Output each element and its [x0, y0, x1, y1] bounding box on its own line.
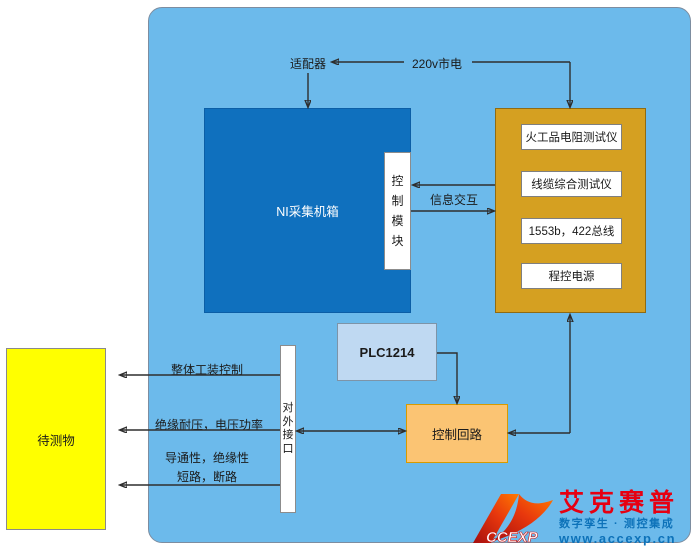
device-under-test-box: 待测物: [6, 348, 106, 530]
conductivity-insulation-line: 导通性，绝缘性: [164, 451, 249, 465]
tooling-control-label: 整体工装控制: [170, 363, 243, 377]
rack-item-cable-tester: 线缆综合测试仪: [521, 171, 622, 197]
ni-chassis-box: NI采集机箱: [204, 108, 411, 313]
accexp-mark-text: CCEXP: [486, 529, 539, 546]
info-exchange-label: 信息交互: [429, 193, 478, 207]
brand-tagline: 数字孪生 · 测控集成: [559, 518, 675, 530]
rack-item-label: 火工品电阻测试仪: [525, 132, 618, 144]
plc-box: PLC1214: [337, 323, 437, 381]
rack-item-label: 线缆综合测试仪: [531, 179, 612, 191]
rack-item-label: 1553b，422总线: [528, 226, 615, 238]
instrument-rack-box: 火工品电阻测试仪 线缆综合测试仪 1553b，422总线 程控电源: [495, 108, 646, 313]
external-interface-box: 对外接口: [280, 345, 296, 513]
conductivity-short-open-label: 导通性，绝缘性 短路，断路: [145, 449, 269, 487]
ni-chassis-label: NI采集机箱: [276, 205, 339, 219]
control-loop-box: 控制回路: [406, 404, 508, 463]
logo-text-block: 艾克赛普 数字孪生 · 测控集成 www.accexp.cn: [559, 489, 679, 546]
rack-item-bus-1553b-422: 1553b，422总线: [521, 218, 622, 244]
a-mark-swoosh: [491, 494, 553, 542]
a-mark-left-stroke: [473, 494, 519, 543]
plc-label: PLC1214: [359, 344, 415, 360]
brand-website: www.accexp.cn: [559, 531, 677, 546]
rack-item-programmable-power: 程控电源: [521, 263, 622, 289]
mains-power-label: 220v市电: [411, 57, 463, 71]
brand-name: 艾克赛普: [559, 489, 680, 517]
external-interface-label: 对外接口: [282, 402, 294, 455]
rack-item-pyro-resistance-tester: 火工品电阻测试仪: [521, 124, 622, 150]
adapter-label: 适配器: [289, 57, 326, 71]
control-loop-label: 控制回路: [431, 428, 482, 442]
control-module-box: 控制模块: [384, 152, 411, 270]
short-open-circuit-line: 短路，断路: [176, 470, 237, 484]
control-module-label: 控制模块: [391, 174, 404, 248]
accexp-logo: CCEXP 艾克赛普 数字孪生 · 测控集成 www.accexp.cn: [469, 489, 679, 547]
dut-label: 待测物: [37, 433, 75, 448]
rack-item-label: 程控电源: [548, 271, 595, 283]
insulation-voltage-power-label: 绝缘耐压，电压功率: [154, 418, 263, 432]
accexp-a-mark-icon: CCEXP: [473, 494, 553, 546]
